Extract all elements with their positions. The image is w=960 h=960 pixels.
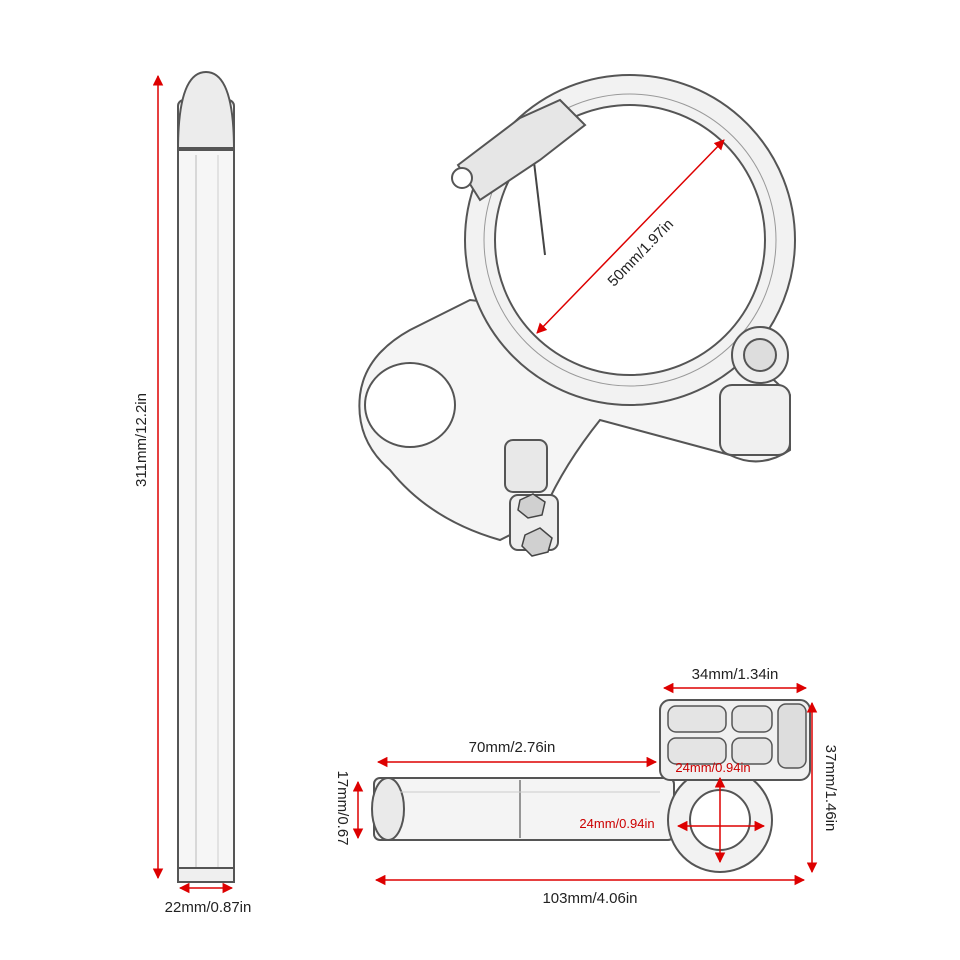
bar-length-dimension: 70mm/2.76in — [376, 739, 658, 768]
clamp-width-dimension: 34mm/1.34in — [662, 666, 808, 694]
total-length-dimension: 103mm/4.06in — [374, 874, 806, 907]
ring-width-dimension: 24mm/0.94in — [579, 816, 766, 832]
rod-length-dimension: 311mm/12.2in — [133, 74, 164, 880]
rod-diameter-label: 22mm/0.87in — [165, 899, 252, 916]
ring-height-label: 24mm/0.94in — [675, 760, 750, 775]
bar-diameter-dimension: 17mm/0.67 — [334, 770, 364, 846]
clamp-height-dimension: 37mm/1.46in — [806, 701, 839, 874]
clamp-height-label: 37mm/1.46in — [822, 745, 839, 832]
ring-height-dimension: 24mm/0.94in — [675, 760, 751, 864]
bar-diameter-label: 17mm/0.67 — [334, 770, 351, 845]
bar-length-label: 70mm/2.76in — [469, 739, 556, 756]
clamp-width-label: 34mm/1.34in — [692, 666, 779, 683]
fork-clamp — [358, 74, 796, 557]
rod-length-label: 311mm/12.2in — [133, 393, 150, 487]
total-length-label: 103mm/4.06in — [542, 890, 637, 907]
handlebar-rod — [176, 70, 236, 883]
clip-on-bar — [371, 699, 811, 873]
rod-diameter-dimension: 22mm/0.87in — [165, 882, 252, 916]
ring-width-label: 24mm/0.94in — [579, 816, 654, 831]
